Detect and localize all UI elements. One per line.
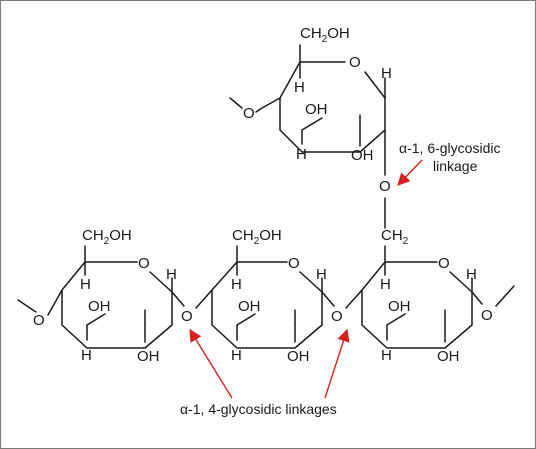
top-oh-c2: OH xyxy=(351,147,374,164)
bottom-glucose-ring-1 xyxy=(47,245,185,349)
ring3-oxygen: O xyxy=(438,255,450,272)
alpha14-oxygen-2: O xyxy=(331,308,343,325)
top-oh-c3: OH xyxy=(305,101,328,118)
ring1-h-c3: H xyxy=(81,347,92,364)
ring1-h-c5: H xyxy=(80,276,91,293)
ring2-oxygen: O xyxy=(288,255,300,272)
ring1-oxygen: O xyxy=(138,255,150,272)
ring2-h-c5: H xyxy=(231,276,242,293)
ring2-oh-c2: OH xyxy=(287,348,310,365)
top-h-c3: H xyxy=(296,146,307,163)
ring2-oh-c3: OH xyxy=(238,298,261,315)
bottom-glucose-ring-2 xyxy=(211,245,335,349)
alpha14-arrow-1 xyxy=(189,328,233,399)
bottom-glucose-ring-3 xyxy=(361,245,483,349)
ring1-oh-c2: OH xyxy=(137,348,160,365)
alpha16-label-line2: linkage xyxy=(433,158,478,174)
top-h-c5: H xyxy=(294,79,305,96)
alpha16-oxygen: O xyxy=(379,178,391,195)
ring1-h-anomeric: H xyxy=(166,266,177,283)
alpha16-label-line1: α-1, 6-glycosidic xyxy=(399,140,500,156)
top-ch2oh-label: CH2OH xyxy=(300,25,350,45)
ring3-ch2-label: CH2 xyxy=(381,227,409,247)
ring2-h-anomeric: H xyxy=(316,266,327,283)
ring3-h-anomeric: H xyxy=(466,266,477,283)
top-glucose-ring xyxy=(229,44,386,176)
ring1-ch2oh-label: CH2OH xyxy=(82,227,132,247)
left-terminal-oxygen: O xyxy=(33,312,45,329)
alpha16-arrow xyxy=(397,159,423,186)
ring3-oh-c2: OH xyxy=(437,348,460,365)
alpha14-arrow-2 xyxy=(324,328,350,399)
ring2-ch2oh-label: CH2OH xyxy=(232,227,282,247)
ring2-h-c3: H xyxy=(231,347,242,364)
ring1-oh-c3: OH xyxy=(88,298,111,315)
top-ring-oxygen: O xyxy=(349,54,361,71)
top-h-anomeric: H xyxy=(381,65,392,82)
ring3-h-c3: H xyxy=(381,347,392,364)
ring3-h-c5: H xyxy=(380,276,391,293)
ring3-oh-c3: OH xyxy=(388,298,411,315)
alpha14-label: α-1, 4-glycosidic linkages xyxy=(180,401,337,417)
alpha14-oxygen-1: O xyxy=(181,308,193,325)
right-terminal-oxygen: O xyxy=(481,307,493,324)
top-o-c4: O xyxy=(243,105,255,122)
